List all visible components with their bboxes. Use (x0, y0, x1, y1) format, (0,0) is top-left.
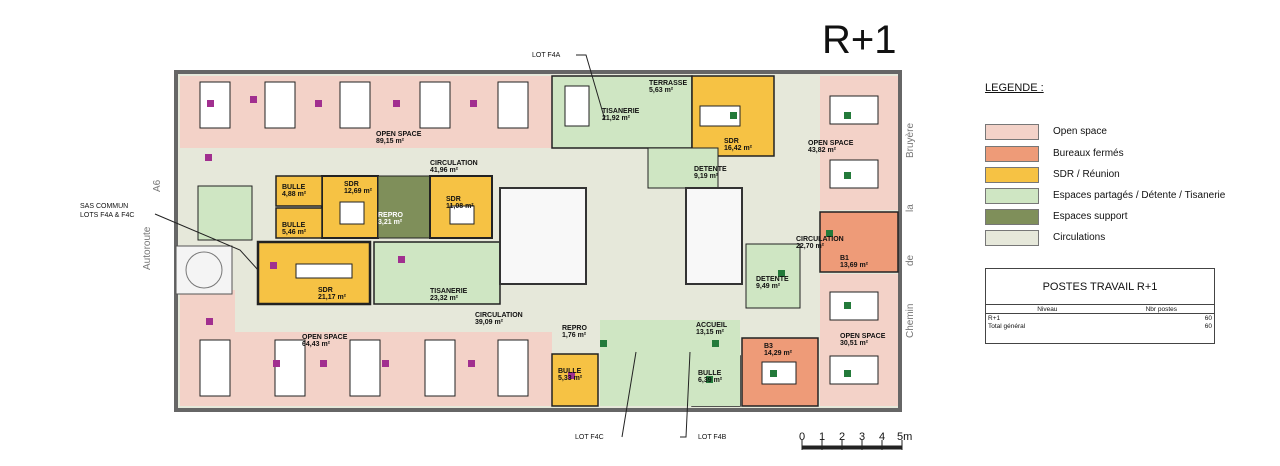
legend-swatch (985, 167, 1039, 183)
open-space-left-strip (180, 290, 235, 334)
scale-label: 0 (799, 431, 806, 443)
legend-label: Open space (1053, 126, 1107, 137)
legend-swatch (985, 230, 1039, 246)
sas-label-line1: SAS COMMUN (80, 203, 129, 210)
bulle-left-2 (275, 207, 323, 239)
street-a6: A6 (152, 179, 163, 192)
col-header-niveau: Niveau (986, 304, 1109, 314)
accueil-area (600, 320, 740, 406)
core-right (685, 187, 743, 285)
scale-bar (801, 440, 903, 450)
legend-label: Espaces support (1053, 211, 1128, 222)
legend-item: Bureaux fermés (985, 146, 1230, 162)
legend-item: Espaces partagés / Détente / Tisanerie (985, 188, 1230, 204)
legend-item: Espaces support (985, 209, 1230, 225)
legend-item: Circulations (985, 230, 1230, 246)
legend-label: Espaces partagés / Détente / Tisanerie (1053, 190, 1226, 201)
table-row: R+1 60 (986, 314, 1214, 323)
street-de: de (905, 254, 916, 266)
legend-item: Open space (985, 124, 1230, 140)
bulle-bottom-left (551, 353, 599, 407)
office-b1 (819, 211, 899, 273)
core-stairs (499, 187, 587, 285)
repro-left (377, 175, 431, 239)
legend-label: Circulations (1053, 232, 1106, 243)
detente-middle (647, 147, 719, 189)
lot-f4a-label: LOT F4A (532, 52, 561, 59)
legend-label: Bureaux fermés (1053, 148, 1124, 159)
cell-nbr: 60 (1204, 322, 1212, 330)
stair-left (175, 245, 233, 295)
bulle-left-1 (275, 175, 323, 207)
scale-label: 3 (859, 431, 866, 443)
col-header-nbr: Nbr postes (1108, 304, 1214, 314)
postes-table: POSTES TRAVAIL R+1 Niveau Nbr postes R+1… (985, 268, 1215, 344)
legend-item: SDR / Réunion (985, 167, 1230, 183)
legend-swatch (985, 146, 1039, 162)
legend-swatch (985, 124, 1039, 140)
scale-label: 1 (819, 431, 826, 443)
level-title: R+1 (822, 18, 897, 62)
legend-swatch (985, 209, 1039, 225)
sas-label-line2: LOTS F4A & F4C (80, 212, 135, 219)
postes-table-title: POSTES TRAVAIL R+1 (1042, 281, 1158, 293)
street-autoroute: Autoroute (142, 226, 153, 270)
lot-f4b-label: LOT F4B (698, 434, 727, 441)
tisanerie-left (373, 241, 501, 305)
scale-label: 5m (897, 431, 913, 443)
street-bruyere: Bruyère (905, 122, 916, 158)
legend-title: LEGENDE : (985, 82, 1044, 94)
cell-niveau: R+1 (988, 314, 1001, 322)
scale-label: 2 (839, 431, 846, 443)
street-la: la (905, 204, 916, 212)
lot-f4c-label: LOT F4C (575, 434, 604, 441)
detente-left (197, 185, 253, 241)
scale-label: 4 (879, 431, 886, 443)
detente-right (745, 243, 801, 309)
cell-niveau: Total général (988, 322, 1026, 330)
cell-nbr: 60 (1204, 314, 1212, 322)
legend-label: SDR / Réunion (1053, 169, 1120, 180)
street-chemin: Chemin (905, 303, 916, 338)
legend-swatch (985, 188, 1039, 204)
table-row: Total général 60 (986, 322, 1214, 330)
